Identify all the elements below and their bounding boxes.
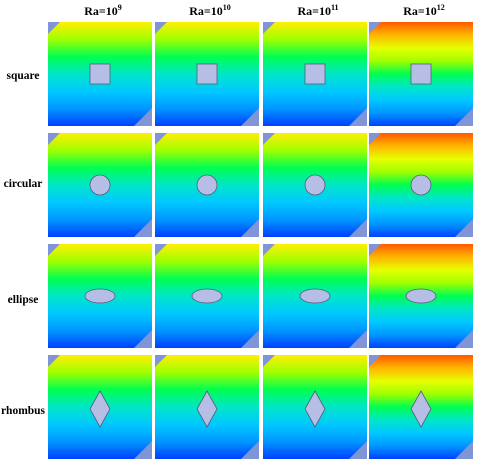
square-obstacle xyxy=(410,63,432,85)
contour-panel-circle-4 xyxy=(369,133,473,237)
rhombus-obstacle xyxy=(89,390,111,428)
square-obstacle xyxy=(196,63,218,85)
circle-obstacle xyxy=(304,174,326,196)
col-header-exponent: 9 xyxy=(117,3,122,12)
col-header-ra-1e10: Ra=1010 xyxy=(155,4,265,19)
col-header-exponent: 12 xyxy=(436,3,445,12)
contour-panel-ellipse-4 xyxy=(369,244,473,348)
rhombus-obstacle xyxy=(196,390,218,428)
circle-obstacle xyxy=(196,174,218,196)
row-label-circular: circular xyxy=(3,178,43,190)
contour-panel-square-4 xyxy=(369,22,473,126)
square-obstacle xyxy=(89,63,111,85)
col-header-exponent: 10 xyxy=(222,3,231,12)
ellipse-obstacle xyxy=(191,288,223,304)
col-header-base: Ra=10 xyxy=(189,4,223,18)
contour-panel-circle-1 xyxy=(48,133,152,237)
rhombus-obstacle xyxy=(304,390,326,428)
ellipse-obstacle xyxy=(299,288,331,304)
contour-panel-ellipse-3 xyxy=(263,244,367,348)
contour-panel-square-2 xyxy=(155,22,259,126)
col-header-base: Ra=10 xyxy=(403,4,437,18)
row-label-square: square xyxy=(6,70,40,82)
col-header-ra-1e11: Ra=1011 xyxy=(263,4,373,19)
contour-panel-rhombus-1 xyxy=(48,355,152,459)
contour-panel-ellipse-1 xyxy=(48,244,152,348)
ellipse-obstacle xyxy=(84,288,116,304)
contour-panel-circle-3 xyxy=(263,133,367,237)
contour-panel-rhombus-4 xyxy=(369,355,473,459)
row-label-ellipse: ellipse xyxy=(7,294,39,306)
row-label-rhombus: rhombus xyxy=(0,405,46,417)
contour-panel-rhombus-2 xyxy=(155,355,259,459)
contour-panel-rhombus-3 xyxy=(263,355,367,459)
col-header-base: Ra=10 xyxy=(297,4,331,18)
contour-panel-circle-2 xyxy=(155,133,259,237)
rhombus-obstacle xyxy=(410,390,432,428)
col-header-ra-1e12: Ra=1012 xyxy=(369,4,479,19)
ellipse-obstacle xyxy=(405,288,437,304)
circle-obstacle xyxy=(89,174,111,196)
col-header-base: Ra=10 xyxy=(84,4,118,18)
contour-panel-square-3 xyxy=(263,22,367,126)
square-obstacle xyxy=(304,63,326,85)
contour-panel-ellipse-2 xyxy=(155,244,259,348)
col-header-ra-1e9: Ra=109 xyxy=(48,4,158,19)
circle-obstacle xyxy=(410,174,432,196)
col-header-exponent: 11 xyxy=(330,3,339,12)
contour-panel-square-1 xyxy=(48,22,152,126)
